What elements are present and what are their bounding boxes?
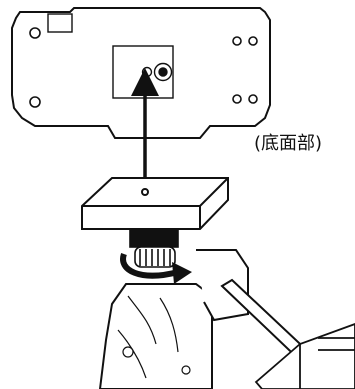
tripod-right-section	[254, 323, 355, 389]
rotation-arrowhead	[172, 262, 192, 284]
screw-knob	[129, 228, 179, 268]
camera-feet	[29, 27, 258, 108]
tripod-head-plate	[81, 177, 229, 230]
rotation-arrow	[120, 252, 179, 279]
tripod-socket-plate	[112, 45, 174, 99]
bottom-side-label: (底面部)	[254, 133, 323, 154]
